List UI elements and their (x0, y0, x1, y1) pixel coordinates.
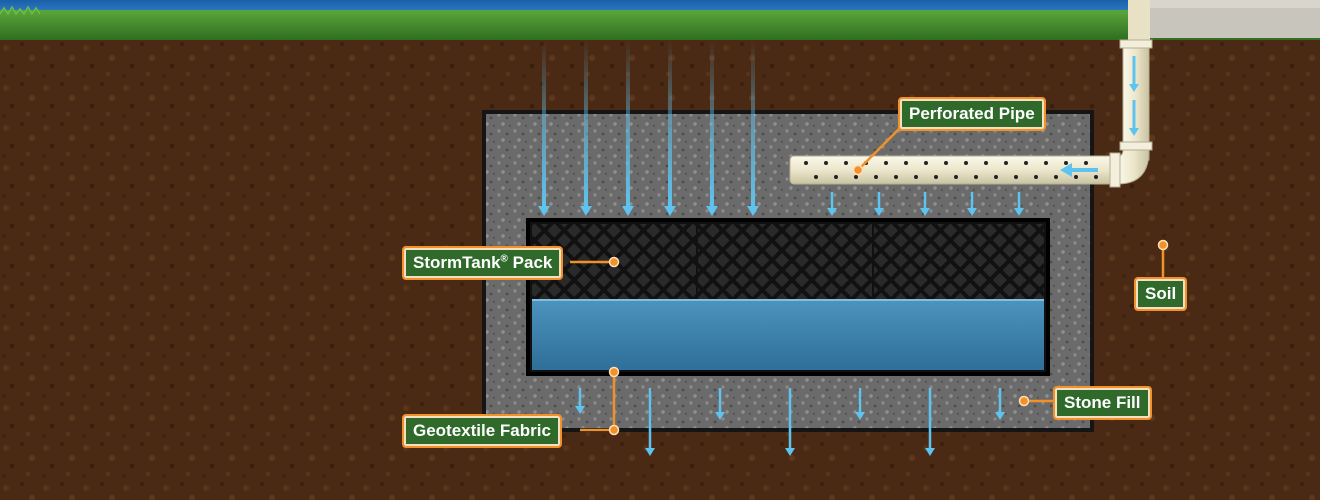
perforation-hole (894, 175, 898, 179)
infiltration-arrows (538, 40, 759, 216)
orange-dot-icon (608, 256, 620, 268)
soil-label: Soil (1134, 277, 1188, 311)
perforation-hole (994, 175, 998, 179)
down-arrow-icon (575, 388, 585, 414)
perforation-hole (854, 175, 858, 179)
perforation-hole (874, 175, 878, 179)
stormtank-pack-suffix: Pack (507, 253, 553, 272)
perforation-hole (824, 161, 828, 165)
down-arrow-icon (538, 40, 550, 216)
perforation-hole (844, 161, 848, 165)
down-arrow-icon (967, 192, 977, 216)
downspout-pipe (1117, 39, 1153, 185)
perforated-pipe (789, 152, 1121, 188)
down-arrow-icon (1129, 100, 1139, 136)
down-arrow-icon (706, 40, 718, 216)
perforation-hole (984, 161, 988, 165)
perforation-hole (1054, 175, 1058, 179)
stormtank-pack (526, 218, 1050, 376)
perforation-hole (1034, 175, 1038, 179)
perforation-hole (954, 175, 958, 179)
exfiltration-arrows (575, 388, 1005, 456)
stormtank-pack-name: StormTank (413, 253, 501, 272)
perforation-hole (1064, 161, 1068, 165)
perforation-hole (804, 161, 808, 165)
down-arrow-icon (785, 388, 795, 456)
stormtank-module-2 (698, 224, 872, 300)
perforation-hole (1024, 161, 1028, 165)
grass-blades (0, 5, 41, 16)
perforation-hole (944, 161, 948, 165)
stormtank-pack-label: StormTank® Pack (402, 246, 564, 280)
geotextile-fabric-label: Geotextile Fabric (402, 414, 562, 448)
perforation-hole (904, 161, 908, 165)
down-arrow-icon (645, 388, 655, 456)
perforation-hole (924, 161, 928, 165)
orange-dot-icon (608, 424, 620, 436)
orange-dot-icon (608, 366, 620, 378)
down-arrow-icon (664, 40, 676, 216)
perforation-hole (1084, 161, 1088, 165)
perforation-hole (1014, 175, 1018, 179)
callout-dots (608, 164, 1169, 436)
perforation-hole (914, 175, 918, 179)
down-arrow-icon (580, 40, 592, 216)
down-arrow-icon (920, 192, 930, 216)
building-post (1128, 0, 1150, 42)
perforation-hole (1094, 175, 1098, 179)
stormtank-module-3 (874, 224, 1044, 300)
perforation-hole (1074, 175, 1078, 179)
grass-strip (0, 10, 1320, 40)
perforation-hole (1004, 161, 1008, 165)
down-arrow-icon (747, 40, 759, 216)
registered-mark: ® (500, 253, 508, 265)
down-arrow-icon (925, 388, 935, 456)
perforation-hole (934, 175, 938, 179)
orange-dot-icon (1157, 239, 1169, 251)
perforated-pipe-leader (857, 127, 901, 171)
stone-fill-label: Stone Fill (1053, 386, 1152, 420)
perforation-hole (1044, 161, 1048, 165)
down-arrow-icon (874, 192, 884, 216)
orange-dot-icon (852, 164, 864, 176)
distribution-arrows (827, 192, 1024, 216)
left-arrow-icon (1060, 163, 1098, 177)
perforation-hole (834, 175, 838, 179)
down-arrow-icon (715, 388, 725, 420)
perforation-hole (964, 161, 968, 165)
down-arrow-icon (1129, 56, 1139, 92)
down-arrow-icon (827, 192, 837, 216)
perforation-hole (884, 161, 888, 165)
down-arrow-icon (1014, 192, 1024, 216)
orange-dot-icon (1018, 395, 1030, 407)
down-arrow-icon (995, 388, 1005, 420)
down-arrow-icon (855, 388, 865, 420)
perforated-pipe-label: Perforated Pipe (898, 97, 1046, 131)
building-trim (1150, 0, 1320, 8)
pipe-flow-arrows (1060, 56, 1139, 177)
perforation-hole (814, 175, 818, 179)
stored-water (532, 300, 1044, 370)
down-arrow-icon (622, 40, 634, 216)
perforation-hole (974, 175, 978, 179)
